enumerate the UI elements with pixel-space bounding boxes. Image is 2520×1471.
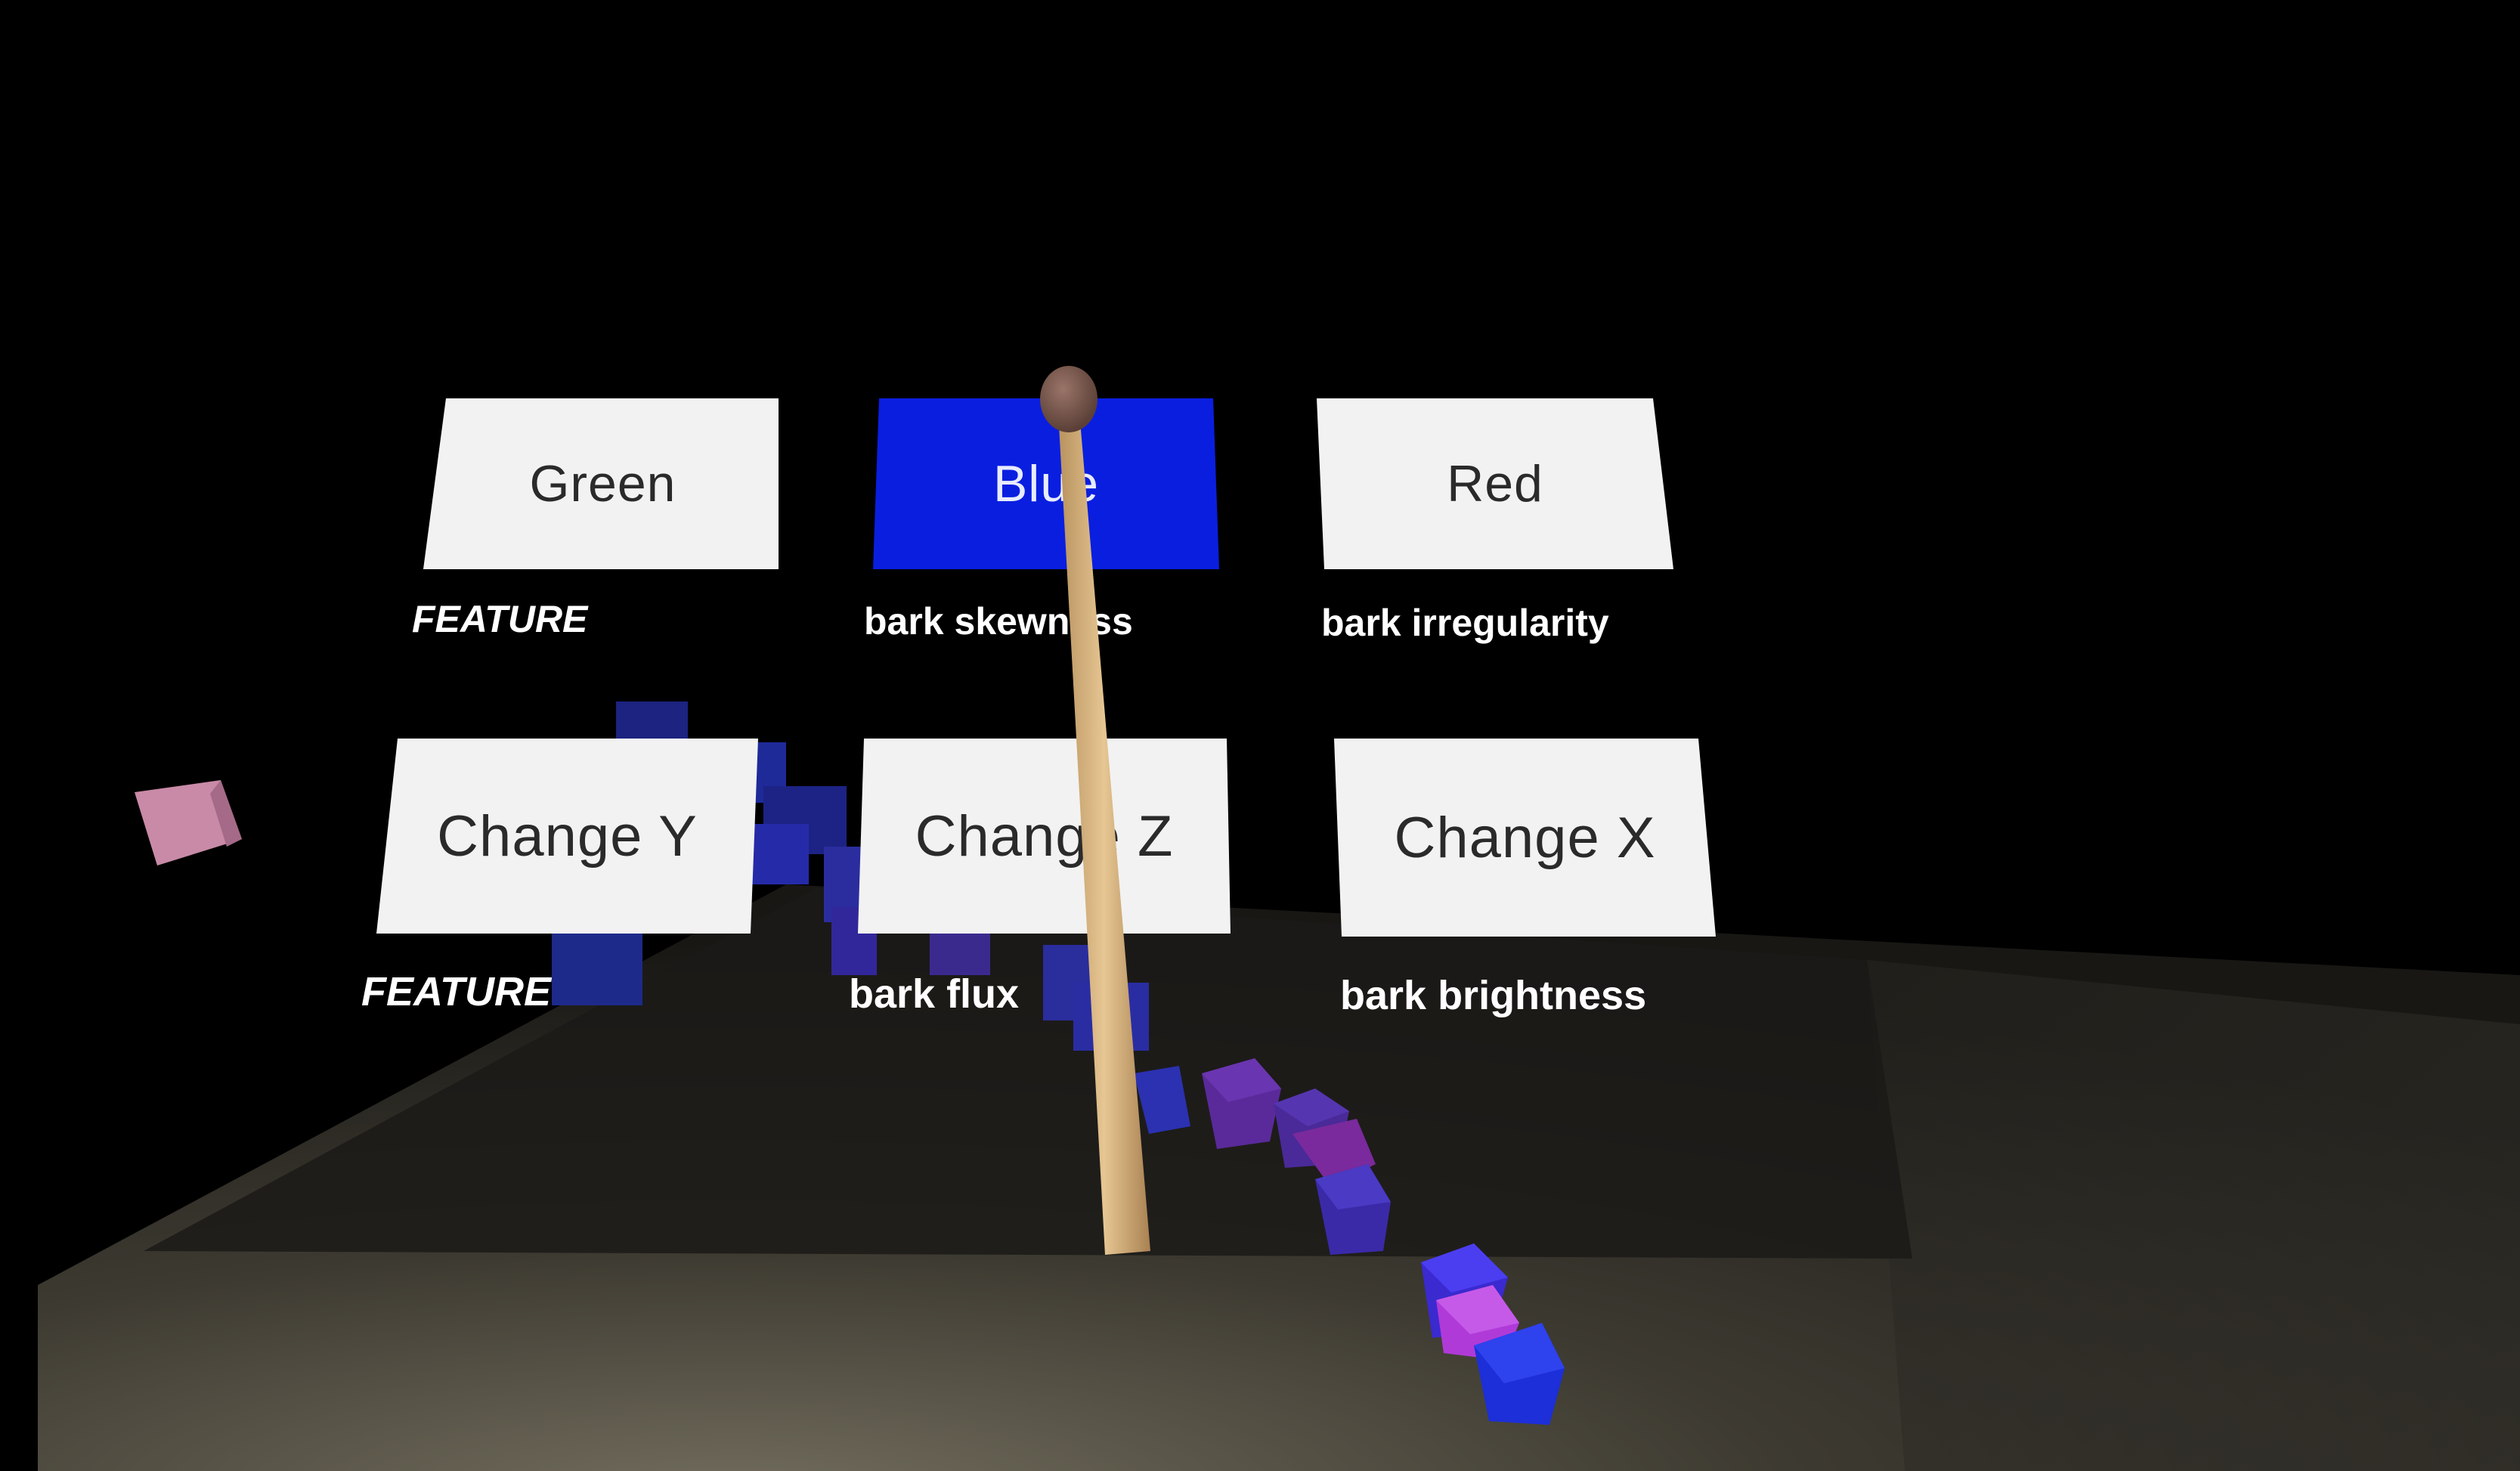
- color-feature-header: FEATURE: [412, 598, 588, 640]
- green-button-face: [423, 398, 779, 569]
- change-y-button[interactable]: Change Y: [376, 739, 758, 934]
- red-feature-label: bark irregularity: [1321, 602, 1609, 644]
- blue-button-label: Blue: [992, 455, 1100, 513]
- red-button-face: [1317, 398, 1673, 569]
- green-button[interactable]: Green: [423, 398, 782, 569]
- z-feature-label: bark flux: [849, 971, 1020, 1017]
- green-button-label: Green: [529, 455, 676, 513]
- axis-feature-header: FEATURE: [361, 969, 551, 1014]
- floor-plane-right: [1867, 960, 2520, 1471]
- cube-cluster-mid: [1134, 1058, 1391, 1255]
- change-y-button-label: Change Y: [437, 804, 698, 869]
- x-feature-label: bark brightness: [1340, 973, 1647, 1018]
- change-x-button[interactable]: Change X: [1334, 739, 1716, 937]
- blue-button[interactable]: Blue: [873, 398, 1219, 569]
- red-button[interactable]: Red: [1317, 398, 1673, 569]
- cube-cluster-near: [1421, 1243, 1565, 1425]
- change-z-button-label: Change Z: [915, 804, 1174, 869]
- change-x-button-label: Change X: [1394, 805, 1656, 870]
- floor-shadow: [144, 888, 1912, 1259]
- change-z-button[interactable]: Change Z: [858, 739, 1231, 934]
- red-button-label: Red: [1447, 455, 1543, 513]
- change-x-button-face: [1334, 739, 1716, 937]
- change-y-button-face: [376, 739, 758, 934]
- cube-pink: [135, 780, 242, 866]
